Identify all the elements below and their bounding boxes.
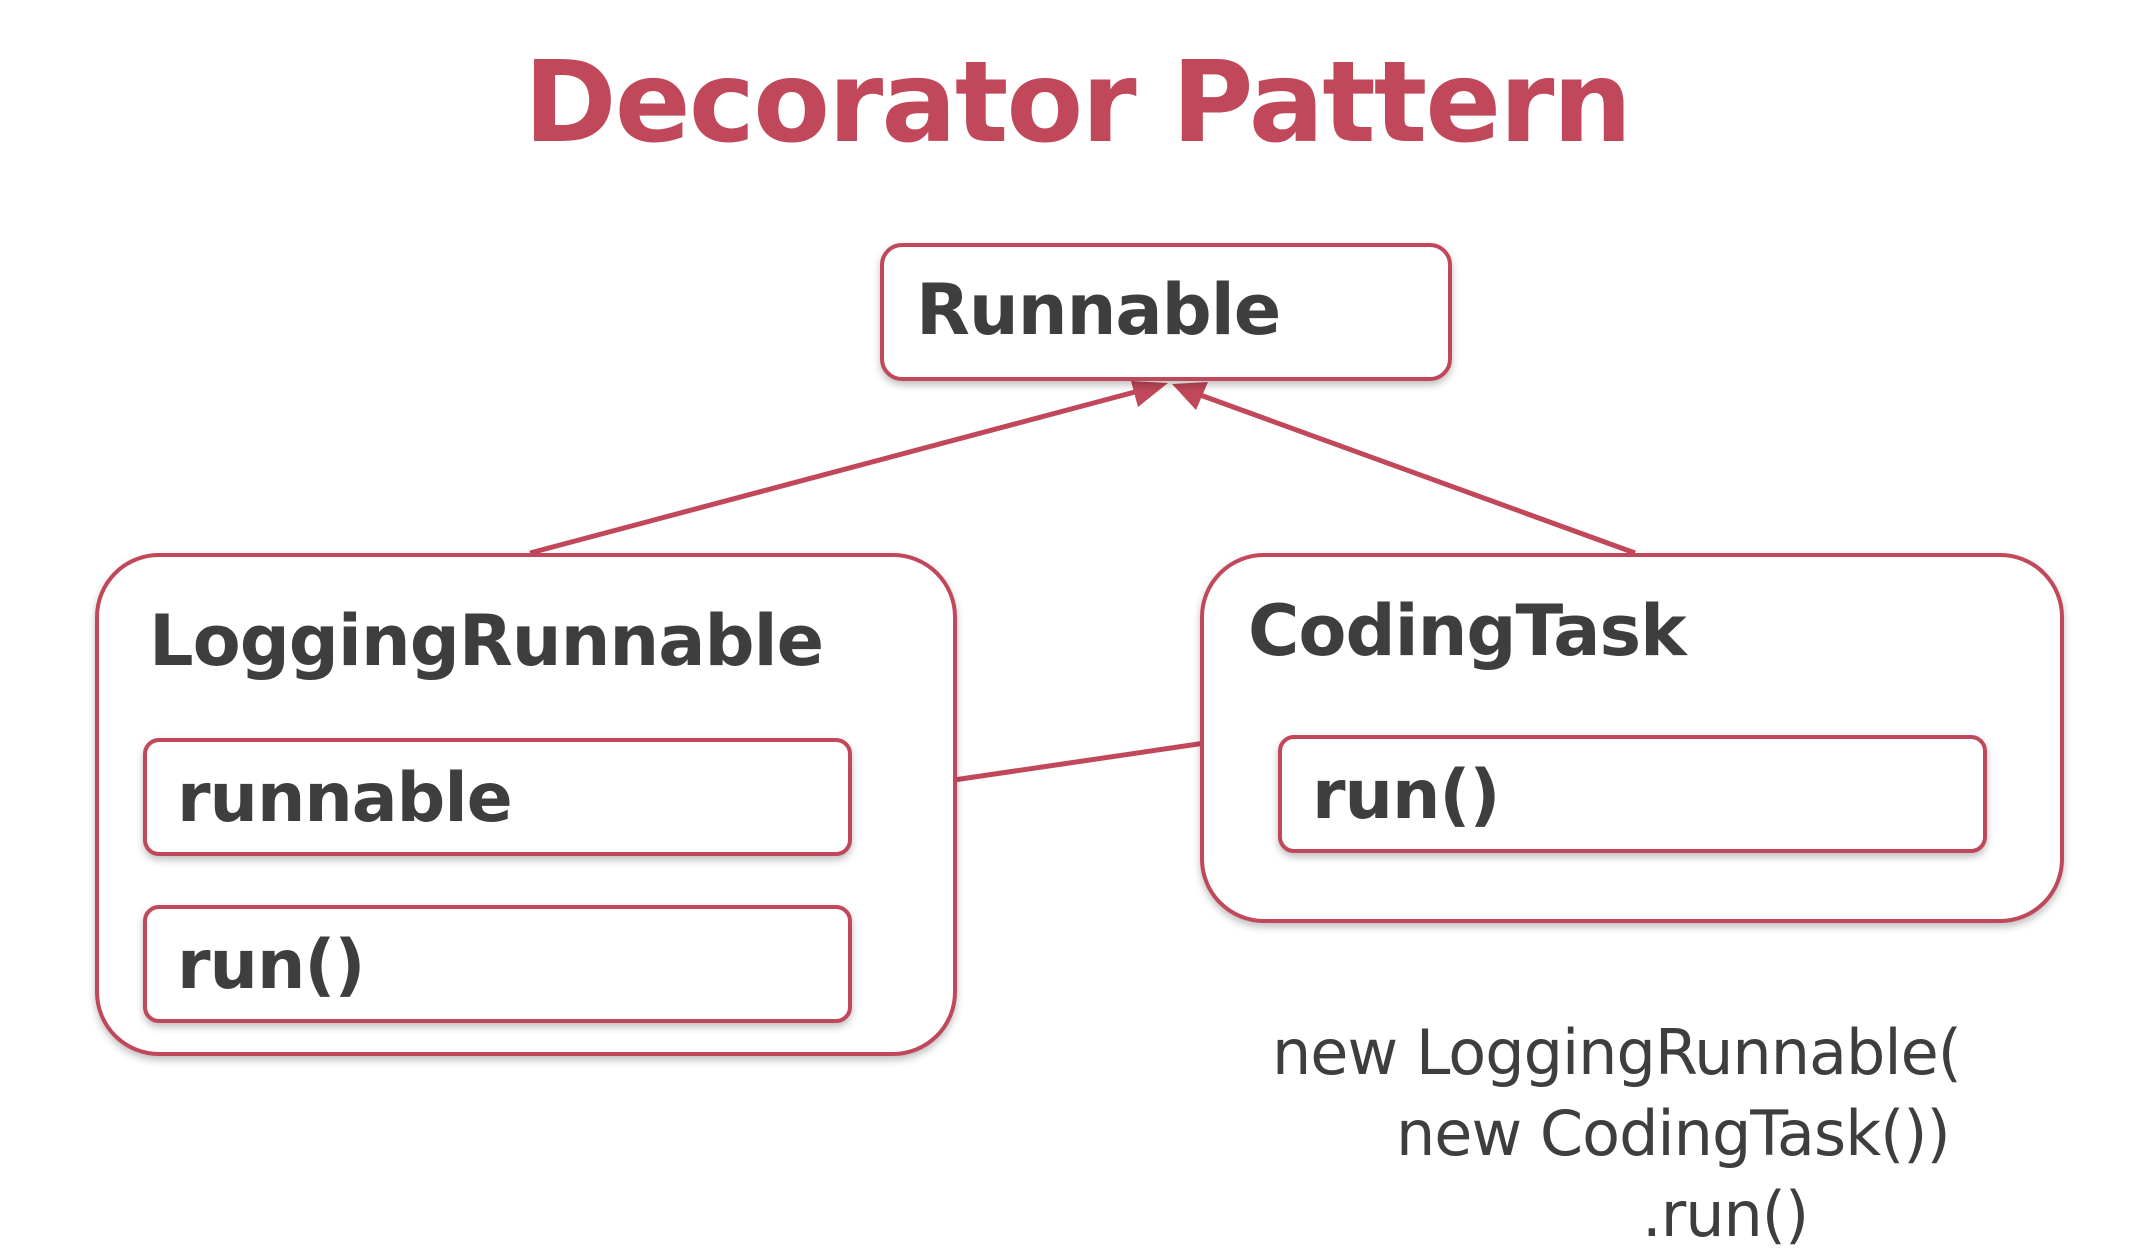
runnable-interface-label: Runnable: [916, 269, 1281, 351]
decorator-runnable-field: runnable: [143, 738, 852, 856]
runnable-interface-box: Runnable: [880, 243, 1452, 381]
decorator-arrowhead: [1131, 381, 1168, 407]
slide-title: Decorator Pattern: [523, 38, 1632, 168]
coding-task-run-method: run(): [1278, 735, 1987, 853]
coding-task-run-method-label: run(): [1312, 756, 1501, 835]
code-line-2: new CodingTask()): [1396, 1097, 1951, 1170]
code-line-1: new LoggingRunnable(: [1272, 1016, 1962, 1089]
coding-task-label: CodingTask: [1248, 590, 1687, 672]
decorator-implements-arrow: [529, 385, 1151, 556]
decorator-runnable-field-label: runnable: [177, 759, 513, 838]
component-arrowhead: [1172, 382, 1208, 410]
component-implements-arrow: [1191, 389, 1636, 556]
decorator-run-method-label: run(): [177, 926, 366, 1005]
decorator-run-method: run(): [143, 905, 852, 1023]
logging-runnable-label: LoggingRunnable: [149, 600, 824, 682]
code-line-3: .run(): [1642, 1178, 1809, 1251]
